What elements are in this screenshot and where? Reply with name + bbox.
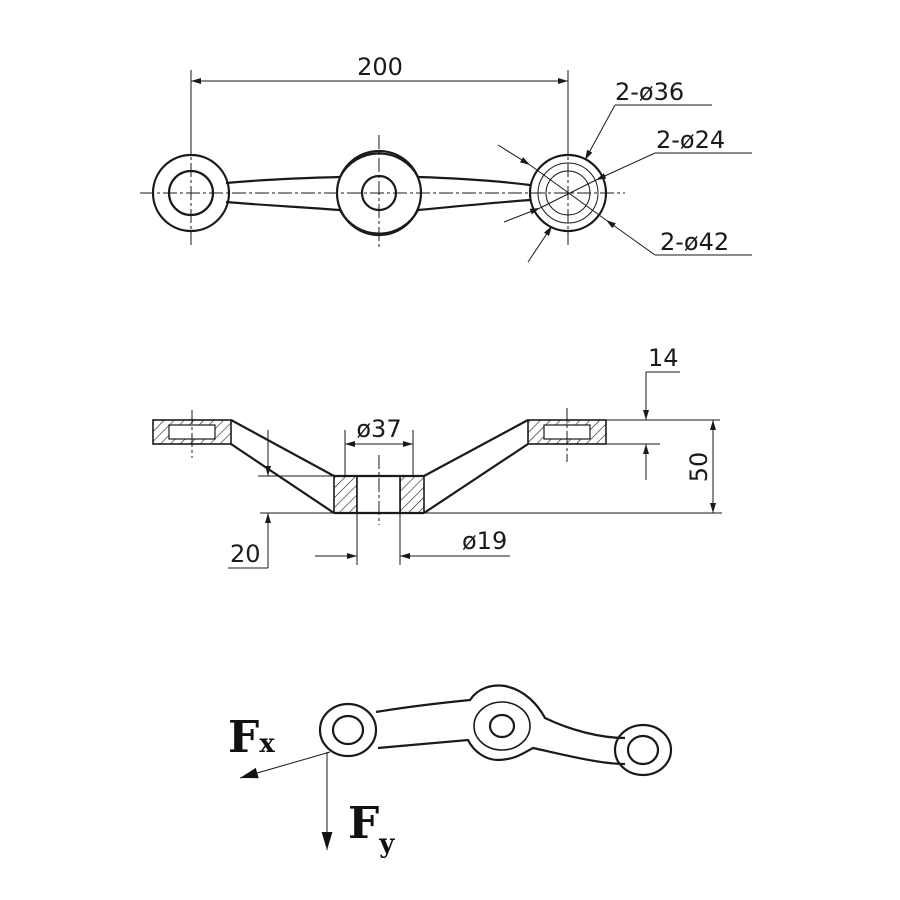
leader-d42	[605, 219, 656, 256]
leader-d36	[584, 104, 616, 161]
top-view-body-outline	[225, 152, 531, 235]
dia-arrow-upper	[497, 144, 531, 166]
callout-d36-label: 2-ø36	[615, 78, 684, 106]
dim-d37-label: ø37	[356, 415, 401, 443]
dim-20-label: 20	[230, 540, 261, 568]
center-hub-left-section	[333, 475, 358, 514]
top-view: 200 2-ø36 2-ø24 2-ø42	[140, 53, 752, 263]
perspective-center-boss-ring	[473, 701, 531, 751]
dim-200-label: 200	[357, 53, 403, 81]
force-y-base: F	[348, 798, 379, 849]
dia-arrow-lowest	[527, 225, 553, 263]
perspective-left-boss-inner	[331, 714, 365, 746]
dia-arrow-lower	[503, 207, 541, 223]
callout-d24-label: 2-ø24	[656, 126, 725, 154]
perspective-view: Fx Fy	[228, 684, 673, 859]
force-y-label: Fy	[348, 798, 395, 859]
callout-d42-label: 2-ø42	[660, 228, 729, 256]
perspective-left-boss-outer	[318, 702, 378, 758]
center-hub-right-section	[399, 475, 425, 514]
force-x-sub: x	[259, 729, 275, 759]
dim-d19-label: ø19	[462, 527, 507, 555]
force-x-arrow	[239, 751, 331, 779]
force-y-sub: y	[378, 829, 395, 859]
force-x-base: F	[228, 712, 259, 763]
force-x-label: Fx	[228, 712, 275, 763]
perspective-right-boss-inner	[626, 734, 660, 766]
dia-crossing-line	[529, 164, 607, 221]
perspective-center-boss-hole	[488, 713, 516, 739]
perspective-right-boss-outer	[613, 723, 673, 777]
dim-14-label: 14	[648, 344, 679, 372]
side-view: 14 50 ø37 20 ø19	[152, 344, 722, 569]
leader-d24	[595, 152, 656, 181]
perspective-body-outline	[375, 684, 626, 766]
side-view-arms	[230, 419, 529, 514]
dim-50-label: 50	[685, 452, 713, 483]
dia-crossing-line-2	[539, 179, 597, 209]
